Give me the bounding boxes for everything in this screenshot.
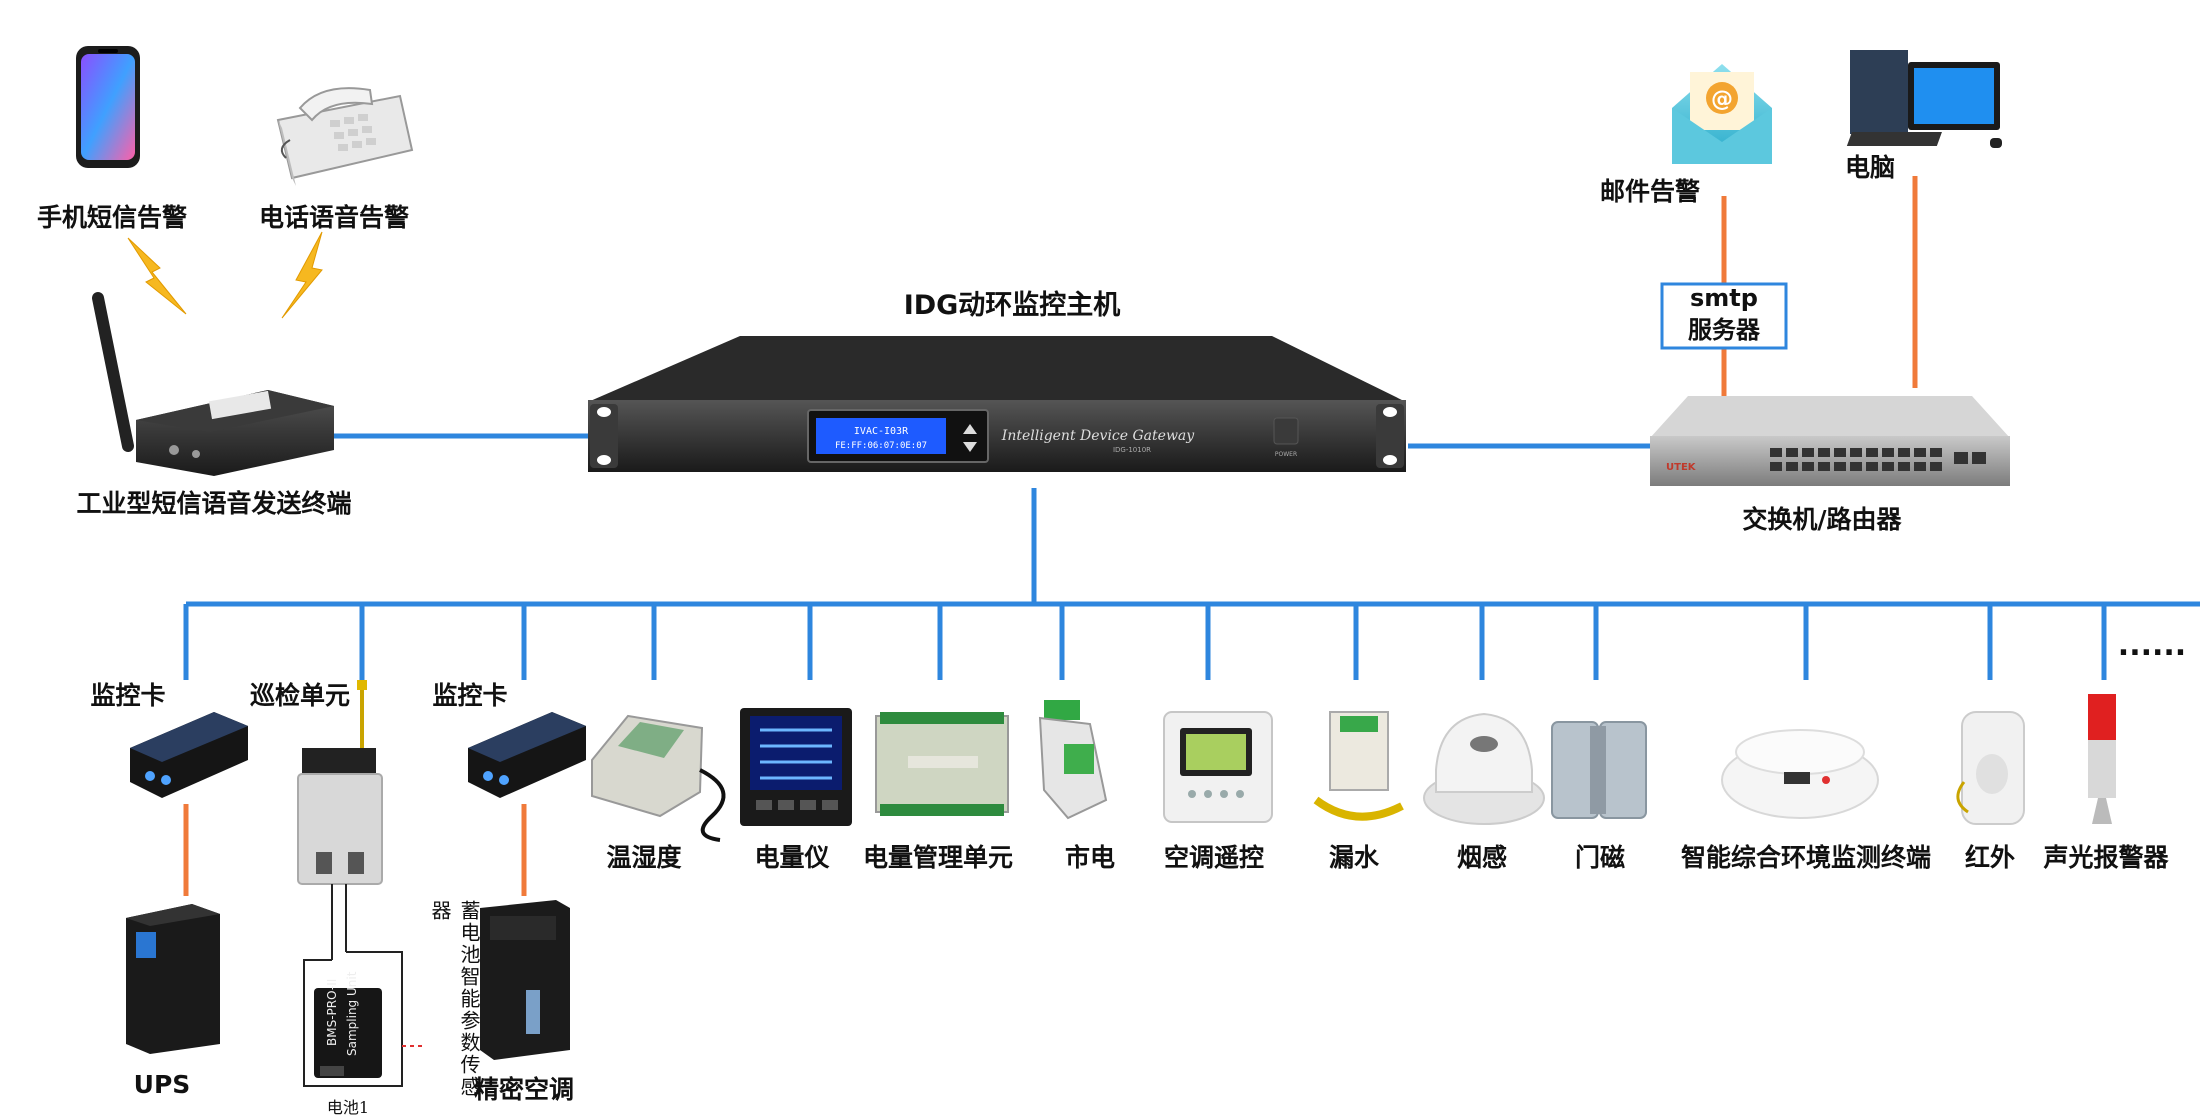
telephone-icon (276, 87, 414, 186)
computer-icon (1846, 50, 2002, 148)
phone-icon (76, 46, 140, 168)
device-label-water-leak: 漏水 (1328, 843, 1380, 872)
idg-host-device (588, 336, 1406, 472)
switch-brand: UTEK (1666, 462, 1697, 473)
bms-sampling-unit-icon (314, 988, 382, 1078)
monitor-card-icon (468, 712, 586, 798)
computer-label: 电脑 (1844, 153, 1896, 182)
water-leak-sensor-icon (1313, 711, 1404, 821)
bms-label-line1: BMS-PRO-II (325, 979, 339, 1046)
mail-icon: @ (1672, 64, 1772, 164)
battery-label: 电池1 (326, 1098, 370, 1117)
device-label-smoke: 烟感 (1456, 843, 1508, 872)
smtp-label-line1: smtp (1690, 284, 1758, 312)
host-lcd-line2: FE:FF:06:07:0E:07 (835, 441, 927, 451)
smoke-detector-icon (1423, 712, 1545, 825)
power-management-unit-icon (875, 712, 1009, 816)
device-label-door-contact: 门磁 (1574, 843, 1626, 872)
ac-remote-controller-icon (1163, 711, 1273, 823)
svg-text:@: @ (1711, 87, 1733, 112)
device-label-temp-humidity: 温湿度 (606, 843, 682, 872)
lightning-icon (127, 237, 187, 315)
host-lcd-line1: IVAC-I03R (854, 426, 909, 437)
smtp-server-box (1660, 282, 1788, 350)
environment-monitor-terminal-icon (1721, 729, 1879, 819)
host-title: IDG动环监控主机 (903, 290, 1121, 321)
sms-alarm-label: 手机短信告警 (36, 203, 188, 232)
switch-router-icon (1650, 396, 2010, 486)
door-contact-icon (1551, 721, 1647, 819)
battery-sensor-wiring (303, 884, 422, 1087)
mains-sensor-icon (1038, 700, 1108, 820)
voice-alarm-label: 电话语音告警 (258, 203, 410, 232)
sms-voice-terminal-icon (92, 292, 334, 476)
smtp-label-line2: 服务器 (1688, 316, 1761, 344)
bus-lines (183, 433, 2200, 680)
terminal-label: 工业型短信语音发送终端 (76, 489, 352, 518)
switch-label: 交换机/路由器 (1742, 505, 1902, 534)
bms-label-line2: Sampling Unit (345, 971, 359, 1056)
device-label-infrared: 红外 (1964, 843, 2016, 872)
host-lcd (816, 418, 946, 454)
orange-lines (183, 176, 1918, 896)
ups-label: UPS (133, 1070, 191, 1099)
ups-icon (126, 904, 220, 1054)
device-label-inspection-unit: 巡检单元 (249, 681, 351, 710)
device-label-monitor-card-2: 监控卡 (432, 681, 508, 710)
temperature-humidity-sensor-icon (591, 714, 726, 842)
device-label-monitor-card-1: 监控卡 (90, 681, 166, 710)
precision-air-conditioner-icon (480, 900, 570, 1060)
battery-sensor-label: 蓄电池智能参数传感器 (428, 900, 481, 1098)
device-label-power-management: 电量管理单元 (862, 843, 1014, 872)
precision-ac-label: 精密空调 (473, 1075, 575, 1104)
host-model: IDG-1010R (1113, 446, 1151, 454)
device-label-mains: 市电 (1064, 843, 1116, 872)
audible-visual-alarm-icon (2088, 694, 2116, 824)
more-devices-ellipsis: ...... (2117, 628, 2187, 663)
power-meter-icon (740, 708, 852, 826)
device-label-ac-remote: 空调遥控 (1163, 843, 1265, 872)
lightning-icon (281, 231, 323, 319)
device-label-power-meter: 电量仪 (754, 843, 830, 872)
device-label-environment-terminal: 智能综合环境监测终端 (1680, 843, 1932, 872)
device-label-alarm: 声光报警器 (2043, 843, 2169, 872)
host-power-label: POWER (1275, 451, 1297, 458)
infrared-sensor-icon (1956, 711, 2025, 825)
inspection-unit-icon (297, 748, 383, 885)
mail-alarm-label: 邮件告警 (1599, 177, 1701, 206)
monitor-card-icon (130, 712, 248, 798)
host-brand: Intelligent Device Gateway (1001, 428, 1195, 444)
